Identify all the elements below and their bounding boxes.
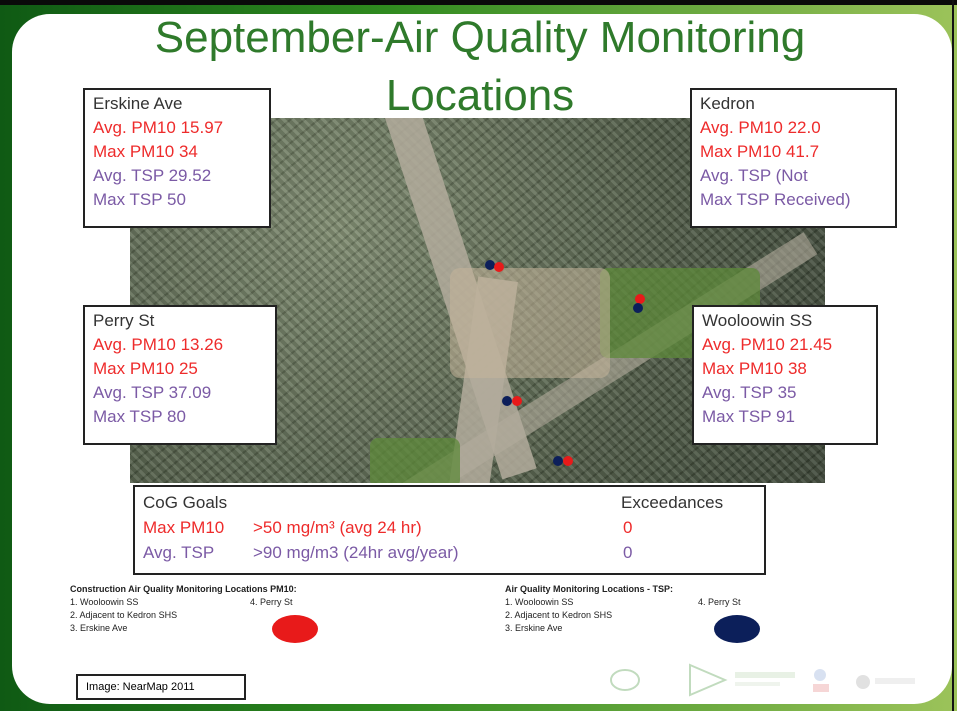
legend-item: 4. Perry St	[250, 597, 293, 607]
legend-item: 2. Adjacent to Kedron SHS	[505, 610, 613, 620]
site-name: Perry St	[93, 311, 155, 330]
pm10-marker-erskine	[494, 262, 504, 272]
legend-tsp-title: Air Quality Monitoring Locations - TSP:	[505, 584, 673, 594]
tsp-marker-kedron	[633, 303, 643, 313]
avg-pm10: Avg. PM10 13.26	[93, 335, 224, 354]
max-tsp: Max TSP 91	[702, 407, 795, 426]
legend-item: 4. Perry St	[698, 597, 741, 607]
image-credit: Image: NearMap 2011	[76, 674, 246, 700]
max-tsp: Max TSP 50	[93, 190, 186, 209]
pm10-marker-perry	[512, 396, 522, 406]
legend-item: 1. Wooloowin SS	[505, 597, 574, 607]
avg-pm10: Avg. PM10 21.45	[702, 335, 833, 354]
max-pm10: Max PM10 38	[702, 359, 807, 378]
pm10-legend-swatch	[272, 615, 318, 643]
max-pm10: Max PM10 41.7	[700, 142, 820, 161]
partner-logo-icon	[814, 669, 826, 681]
partner-logo-text-shape	[735, 672, 795, 678]
partner-logo-seal-icon	[856, 675, 870, 689]
goal-tsp-label: Avg. TSP	[143, 543, 215, 562]
legend-pm10: Construction Air Quality Monitoring Loca…	[70, 583, 370, 635]
tsp-marker-wooloowin	[553, 456, 563, 466]
goal-pm10-value: >50 mg/m³ (avg 24 hr)	[253, 518, 422, 537]
construction-site	[450, 268, 610, 378]
site-name: Wooloowin SS	[702, 311, 813, 330]
goal-pm10-exceedances: 0	[623, 518, 633, 537]
exceedances-heading: Exceedances	[621, 493, 724, 512]
avg-tsp: Avg. TSP 35	[702, 383, 797, 402]
legend-item: 3. Erskine Ave	[505, 623, 563, 633]
pm10-marker-wooloowin	[563, 456, 573, 466]
max-pm10: Max PM10 25	[93, 359, 198, 378]
tsp-legend-swatch	[714, 615, 760, 643]
legend-item: 3. Erskine Ave	[70, 623, 128, 633]
right-border	[952, 0, 954, 711]
max-tsp: Max TSP 80	[93, 407, 186, 426]
partner-logo-arrow-icon	[689, 663, 728, 697]
top-border	[0, 0, 957, 5]
slide-title-line-1: September-Air Quality Monitoring	[154, 13, 806, 62]
slide-title-line-2: Locations	[385, 71, 575, 120]
goal-pm10-label: Max PM10	[143, 518, 225, 537]
avg-pm10: Avg. PM10 22.0	[700, 118, 821, 137]
partner-logo-icon	[610, 669, 640, 691]
partner-logos	[610, 663, 915, 697]
site-box-erskine: Erskine Ave Avg. PM10 15.97 Max PM10 34 …	[83, 88, 271, 228]
avg-tsp: Avg. TSP 29.52	[93, 166, 212, 185]
partner-logo-text-shape	[875, 678, 915, 684]
max-pm10: Max PM10 34	[93, 142, 198, 161]
partner-logo-icon	[813, 684, 829, 692]
goal-tsp-value: >90 mg/m3 (24hr avg/year)	[253, 543, 459, 562]
legend-item: 1. Wooloowin SS	[70, 597, 139, 607]
goal-tsp-exceedances: 0	[623, 543, 633, 562]
site-box-kedron: Kedron Avg. PM10 22.0 Max PM10 41.7 Avg.…	[690, 88, 897, 228]
tsp-marker-perry	[502, 396, 512, 406]
legend-pm10-title: Construction Air Quality Monitoring Loca…	[70, 584, 297, 594]
goals-box: CoG Goals Exceedances Max PM10 >50 mg/m³…	[133, 485, 766, 575]
goals-heading: CoG Goals	[143, 493, 228, 512]
pm10-marker-kedron	[635, 294, 645, 304]
avg-tsp: Avg. TSP (Not	[700, 166, 808, 185]
site-box-perry: Perry St Avg. PM10 13.26 Max PM10 25 Avg…	[83, 305, 277, 445]
site-name: Erskine Ave	[93, 94, 183, 113]
legend-tsp: Air Quality Monitoring Locations - TSP: …	[505, 583, 805, 635]
partner-logo-text-shape	[735, 682, 780, 686]
avg-pm10: Avg. PM10 15.97	[93, 118, 224, 137]
park-area-south	[370, 438, 460, 483]
site-box-wooloowin: Wooloowin SS Avg. PM10 21.45 Max PM10 38…	[692, 305, 878, 445]
legend-item: 2. Adjacent to Kedron SHS	[70, 610, 178, 620]
tsp-marker-erskine	[485, 260, 495, 270]
site-name: Kedron	[700, 94, 755, 113]
max-tsp: Max TSP Received)	[700, 190, 851, 209]
avg-tsp: Avg. TSP 37.09	[93, 383, 212, 402]
